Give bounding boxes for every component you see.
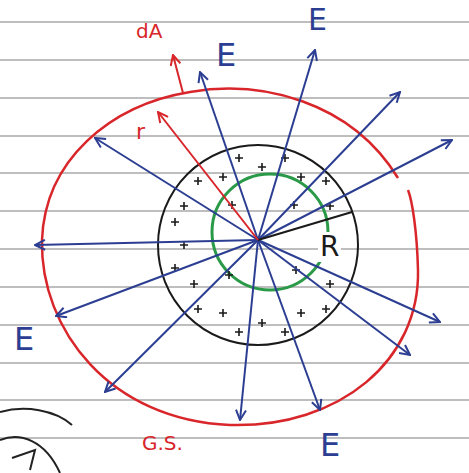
- vector-label: dA: [134, 20, 164, 42]
- sketch-curve: [12, 450, 35, 470]
- field-arrow: [105, 240, 258, 392]
- ruled-line: [0, 286, 469, 288]
- field-arrow: [95, 138, 258, 240]
- radius-label: R: [318, 232, 341, 262]
- field-label: E: [306, 4, 329, 36]
- sketch-curve: [0, 437, 60, 473]
- ruled-line: [0, 324, 469, 326]
- area-vector-arrow: [173, 55, 183, 93]
- page-corner-sketch: [0, 409, 72, 473]
- field-label: E: [318, 428, 342, 462]
- field-arrow: [258, 92, 400, 240]
- field-arrow: [200, 72, 258, 240]
- surface-label: G.S.: [140, 432, 185, 454]
- gaussian-surface: [42, 89, 418, 425]
- ruled-line: [0, 399, 469, 401]
- field-arrow: [240, 240, 258, 420]
- field-lines: [35, 50, 452, 420]
- gaussian-radius-arrow: [158, 112, 258, 240]
- ruled-line: [0, 437, 469, 439]
- radius-label: r: [134, 120, 147, 144]
- ruled-lines: [0, 22, 469, 438]
- field-arrow: [56, 240, 258, 316]
- sketch-curve: [0, 409, 72, 425]
- field-arrow: [258, 140, 452, 240]
- field-arrow: [35, 240, 258, 245]
- field-arrow: [258, 240, 320, 410]
- ruled-line: [0, 21, 469, 23]
- ruled-line: [0, 362, 469, 364]
- ruled-line: [0, 97, 469, 99]
- ruled-line: [0, 135, 469, 137]
- field-label: E: [12, 322, 36, 356]
- field-label: E: [214, 38, 238, 72]
